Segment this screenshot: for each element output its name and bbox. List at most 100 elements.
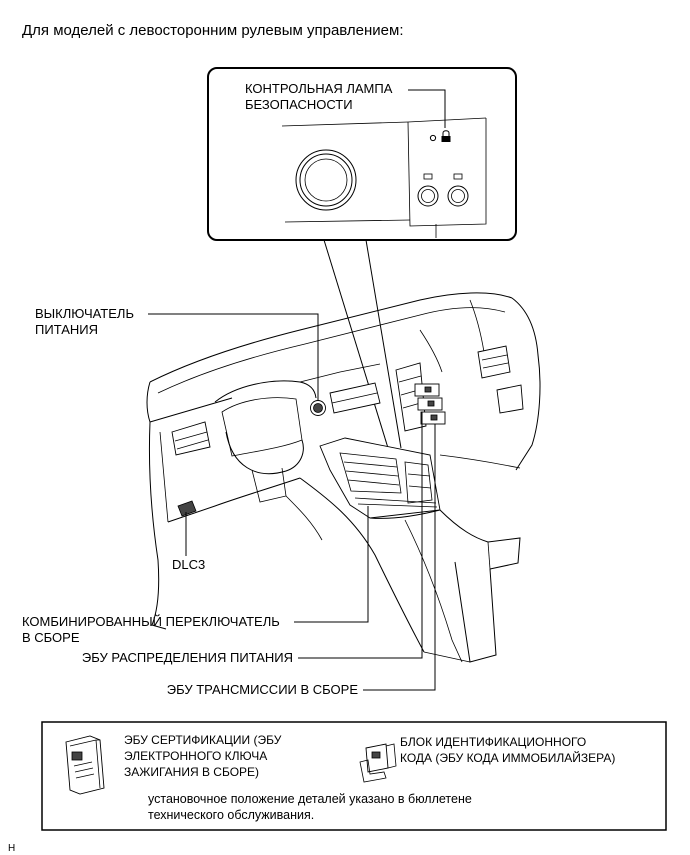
control-buttons (407, 473, 432, 489)
page-title: Для моделей с левосторонним рулевым упра… (22, 22, 404, 39)
knob-ring (447, 185, 469, 207)
dash-right-edge (511, 297, 541, 471)
security-lamp-icon (429, 130, 451, 142)
dashboard-drawing (146, 292, 541, 663)
ecu-connector (71, 751, 83, 761)
left-vent-slats (174, 431, 209, 450)
figure-code: H (8, 843, 15, 854)
knee-panel-edge (159, 431, 169, 523)
dash-left-end (146, 381, 233, 423)
knob-core (451, 189, 465, 203)
certification-ecu-label-line1: ЭБУ СЕРТИФИКАЦИИ (ЭБУ (124, 733, 282, 747)
security-lamp-label-line2: БЕЗОПАСНОСТИ (245, 97, 353, 112)
center-stack-bezel (319, 437, 441, 519)
note-line1: установочное положение деталей указано в… (148, 792, 472, 806)
immobiliser-label-line2: КОДА (ЭБУ КОДА ИММОБИЛАЙЗЕРА) (400, 750, 615, 765)
combination-switch-label-line1: КОМБИНИРОВАННЫЙ ПЕРЕКЛЮЧАТЕЛЬ (22, 614, 280, 629)
cluster-hood (214, 380, 317, 403)
defroster-edge (157, 307, 506, 394)
center-stack (319, 437, 441, 519)
right-small-knob-icon (447, 185, 469, 207)
immobiliser-bracket (359, 759, 387, 783)
note-line2: технического обслуживания. (148, 808, 314, 822)
right-control-cluster (404, 461, 433, 504)
certification-ecu-label-line2: ЭЛЕКТРОННОГО КЛЮЧА (124, 749, 267, 763)
audio-knob-icon (295, 149, 357, 211)
immobiliser-connector (371, 751, 381, 759)
center-vent-slat (331, 392, 378, 404)
panel-bottom-edge (284, 219, 411, 223)
ecu-stack (395, 362, 446, 432)
right-upper-vent (477, 345, 511, 379)
connector-2 (427, 400, 435, 407)
lock-body (441, 136, 451, 142)
connector-1 (424, 386, 432, 393)
inset-detail: КОНТРОЛЬНАЯ ЛАМПА БЕЗОПАСНОСТИ (207, 67, 517, 241)
certification-ecu-icon (65, 735, 105, 795)
armrest (439, 509, 521, 570)
right-lower-vent (496, 384, 524, 414)
power-switch-label-line1: ВЫКЛЮЧАТЕЛЬ (35, 306, 134, 321)
dash-upper-ridge (299, 363, 381, 383)
legend-frame (41, 721, 667, 831)
console-rear-box (454, 561, 497, 663)
inset-pointer-right (365, 239, 402, 449)
security-lamp-label-line1: КОНТРОЛЬНАЯ ЛАМПА (245, 81, 393, 96)
steering-column (251, 467, 287, 503)
left-vent (171, 421, 211, 456)
power-switch-leader (148, 313, 319, 400)
knob-ring (417, 185, 439, 207)
ecu-bracket (395, 362, 427, 432)
footwell-line (285, 495, 323, 541)
armrest-edge (487, 541, 491, 570)
knob-core (421, 189, 435, 203)
console-shift-line (404, 519, 463, 663)
knob-outer-ring (295, 149, 357, 211)
left-door-panel-edge (148, 421, 167, 630)
legend-box: ЭБУ СЕРТИФИКАЦИИ (ЭБУ ЭЛЕКТРОННОГО КЛЮЧА… (41, 721, 667, 831)
connector-3 (430, 414, 438, 421)
lock-shackle (442, 130, 450, 136)
dlc3-label: DLC3 (172, 557, 205, 572)
left-small-knob-icon (417, 185, 439, 207)
power-switch-label-line2: ПИТАНИЯ (35, 322, 98, 337)
immobiliser-label-line1: БЛОК ИДЕНТИФИКАЦИОННОГО (400, 735, 586, 749)
inset-frame (207, 67, 517, 241)
dash-lower-edge (167, 477, 301, 523)
console-floor-edge (423, 651, 471, 663)
dlc3-connector-icon (177, 500, 197, 517)
transmission-ecu-leader (363, 424, 436, 691)
ecu-housing (65, 735, 105, 795)
power-distribution-ecu-leader (298, 412, 423, 659)
power-switch-icon (310, 400, 326, 416)
certification-ecu-label-line3: ЗАЖИГАНИЯ В СБОРЕ) (124, 765, 259, 779)
combination-switch-leader (294, 506, 369, 623)
dash-right-face (439, 454, 521, 469)
indicator-left (423, 173, 433, 180)
console-top-edge (369, 509, 441, 519)
knob-inner-ring (304, 158, 348, 202)
display-lines (343, 461, 400, 486)
knob-mid-ring (299, 153, 353, 207)
security-lamp-leader (408, 89, 446, 128)
ecu-housing-edges (69, 739, 101, 789)
power-switch-button (313, 403, 323, 413)
ecu-ribs (73, 761, 95, 779)
center-display (339, 452, 402, 494)
inset-pointer-left (323, 239, 389, 449)
transmission-ecu-label: ЭБУ ТРАНСМИССИИ В СБОРЕ (167, 682, 359, 697)
indicator-dot (429, 134, 437, 142)
instrument-cluster (221, 397, 303, 457)
combination-switch-label-line2: В СБОРЕ (22, 630, 80, 645)
immobiliser-block-icon (359, 743, 397, 783)
steering-wheel (225, 431, 304, 475)
console-left-side (299, 477, 425, 653)
immobiliser-side (385, 743, 397, 769)
dash-top-edge (149, 292, 513, 383)
right-switch-panel (407, 118, 487, 227)
indicator-right (453, 173, 463, 180)
power-distribution-ecu-label: ЭБУ РАСПРЕДЕЛЕНИЯ ПИТАНИЯ (82, 650, 293, 665)
dash-center-ridge (419, 329, 443, 373)
right-upper-vent-slats (481, 354, 509, 369)
